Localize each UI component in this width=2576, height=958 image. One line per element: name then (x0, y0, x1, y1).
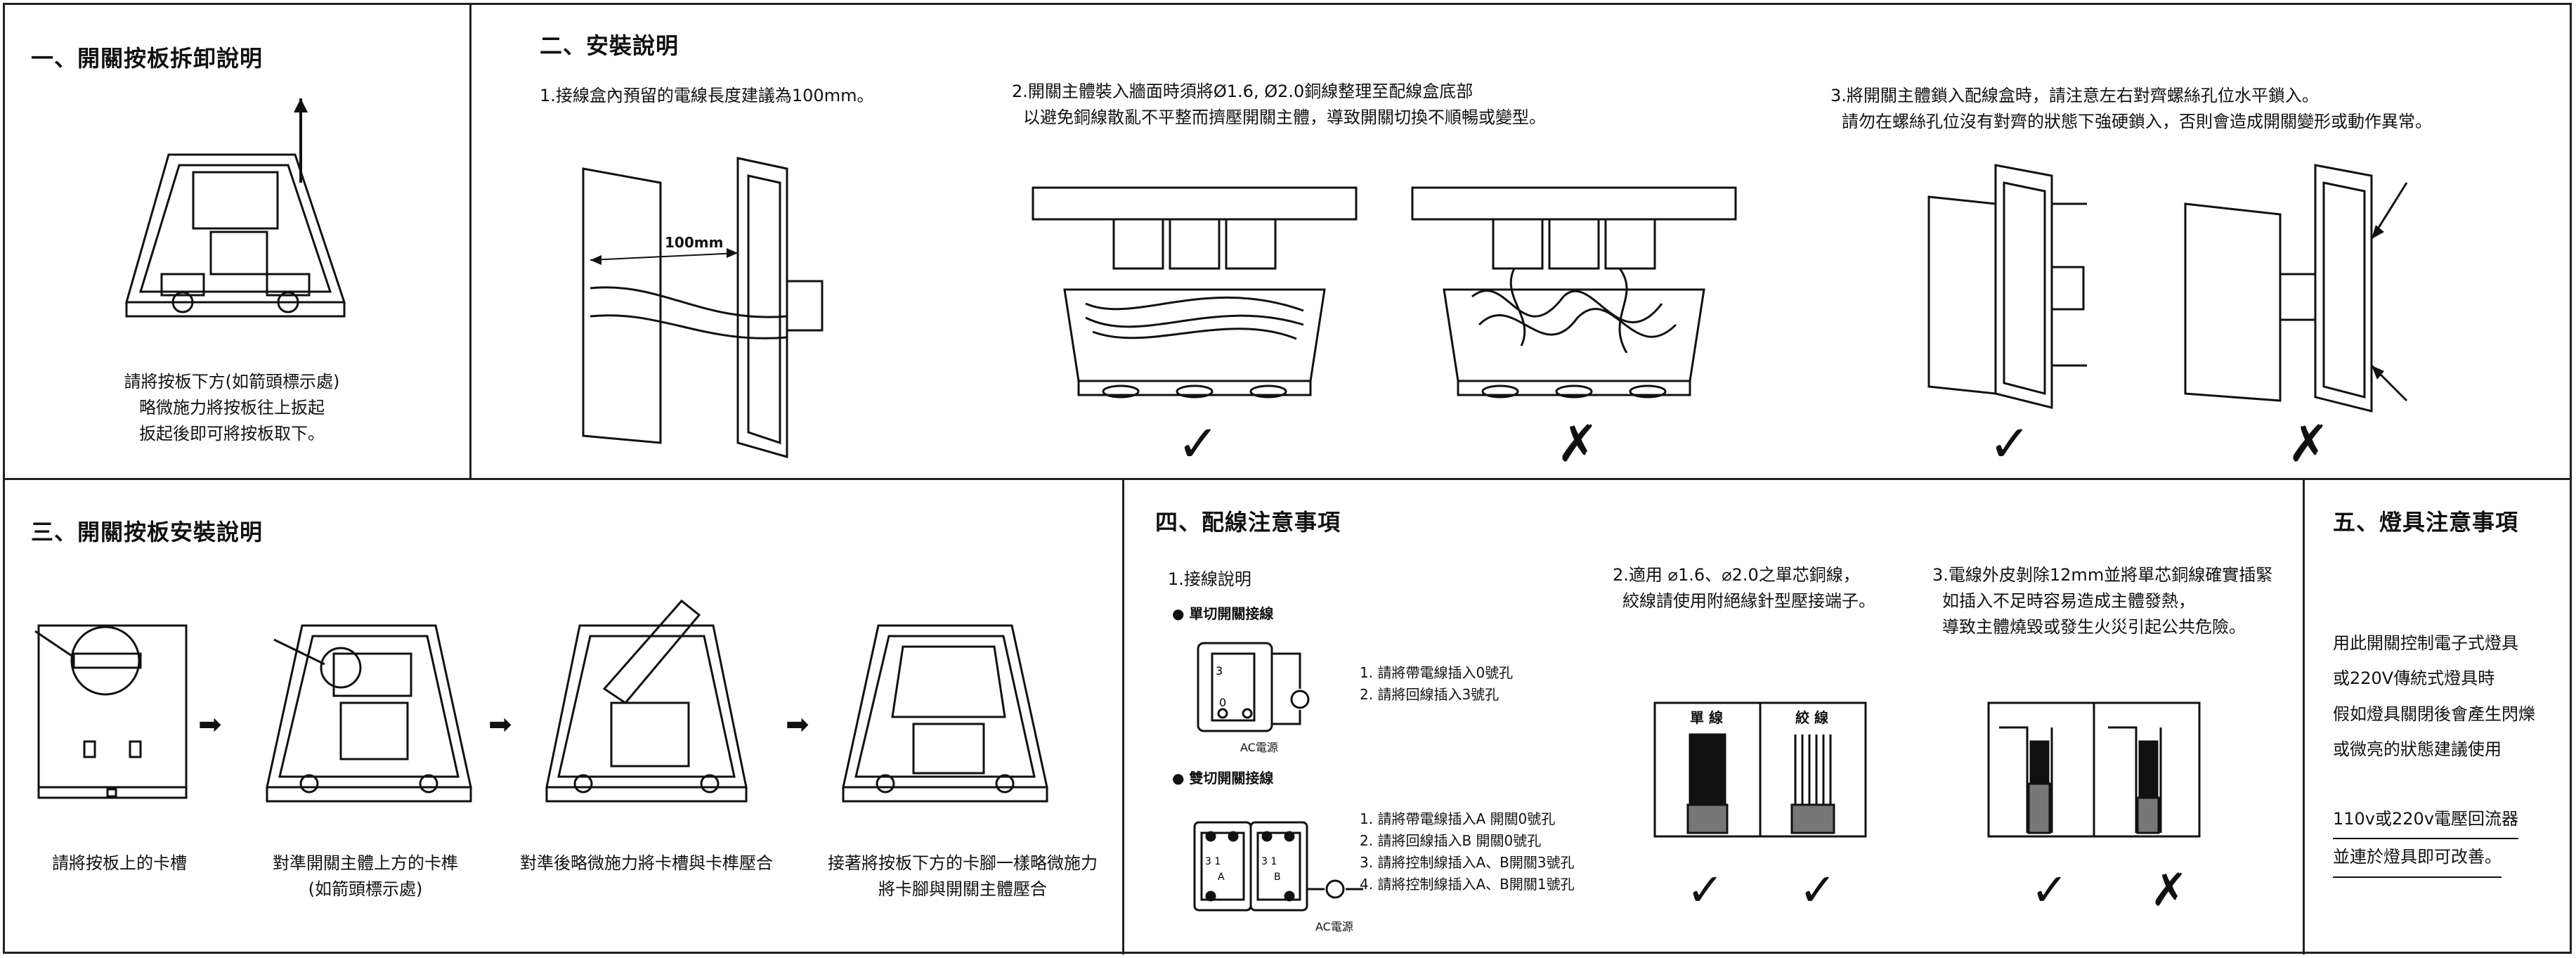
divider-s1-s2 (469, 3, 471, 479)
s1-caption: 請將按板下方(如箭頭標示處) 略微施力將按板往上扳起 扳起後即可將按板取下。 (84, 369, 379, 448)
s4-sub1: 1.接線說明 (1168, 569, 1251, 589)
s2-step3-line1: 3.將開關主體鎖入配線盒時，請注意左右對齊螺絲孔位水平鎖入。 (1830, 86, 2319, 105)
s2-step3: 3.將開關主體鎖入配線盒時，請注意左右對齊螺絲孔位水平鎖入。 請勿在螺絲孔位沒有… (1830, 83, 2432, 135)
s4-mark-2: ✓ (1799, 865, 1837, 917)
s1-caption-line1: 請將按板下方(如箭頭標示處) (124, 372, 340, 391)
s3-step3-press-illustration (541, 597, 752, 808)
s2-step2-line2: 以避免銅線散亂不平整而擠壓開關主體，導致開關切換不順暢或變型。 (1023, 108, 1546, 128)
s4-single-terminal-3: 3 (1216, 664, 1223, 678)
s2-mark-wrong-1: ✗ (1556, 414, 1599, 473)
s5-line-4: 或微亮的狀態建議使用 (2333, 739, 2502, 760)
s2-step3-line2: 請勿在螺絲孔位沒有對齊的狀態下強硬鎖入，否則會造成開關變形或動作異常。 (1842, 112, 2432, 132)
s3-step4-complete-illustration (836, 619, 1054, 808)
divider-s3-s4 (1122, 478, 1124, 954)
s4-sub3-line3: 導致主體燒毀或發生火災引起公共危險。 (1942, 617, 2246, 637)
s3-caption-4: 接著將按板下方的卡腳一樣略微施力 將卡腳與開關主體壓合 (808, 850, 1117, 902)
s4-double-steps: 1. 請將帶電線插入A 開關0號孔 2. 請將回線插入B 開關0號孔 3. 請將… (1360, 808, 1575, 895)
s5-title: 五、燈具注意事項 (2333, 509, 2519, 536)
s4-ac-label-1: AC電源 (1240, 741, 1278, 754)
s2-screw-align-correct-illustration (1925, 162, 2108, 415)
s2-dim-label: 100mm (665, 234, 724, 251)
s3-step2-switch-illustration (260, 619, 478, 808)
s2-mark-correct-2: ✓ (1989, 414, 2031, 473)
s5-body: 用此開關控制電子式燈具 或220V傳統式燈具時 假如燈具關閉後會產生閃爍 或微亮… (2333, 626, 2535, 768)
s4-mark-3: ✓ (2031, 865, 2069, 917)
s3-arrow-1: ➡ (198, 708, 222, 741)
s4-wire-label-stranded: 絞 線 (1795, 709, 1828, 726)
s2-screw-align-wrong-illustration (2182, 162, 2414, 415)
s2-mark-wrong-2: ✗ (2287, 414, 2330, 473)
s3-caption-1-line1: 請將按板上的卡槽 (52, 853, 187, 873)
s4-switch-b-letter: B (1274, 872, 1281, 883)
s4-double-switch-diagram: 3 1 A 3 1 B (1191, 815, 1374, 921)
s3-arrow-2: ➡ (488, 708, 512, 741)
s4-sub3: 3.電線外皮剝除12mm並將單芯銅線確實插緊 如插入不足時容易造成主體發熱， 導… (1932, 562, 2272, 641)
s4-sub3-line2: 如插入不足時容易造成主體發熱， (1942, 591, 2195, 611)
s1-caption-line3: 扳起後即可將按板取下。 (139, 424, 325, 444)
s3-caption-2: 對準開關主體上方的卡榫 (如箭頭標示處) (253, 850, 478, 902)
s4-double-step-4: 4. 請將控制線插入A、B開關1號孔 (1360, 876, 1575, 893)
row-divider (3, 478, 2572, 480)
s3-caption-3: 對準後略微施力將卡槽與卡榫壓合 (513, 850, 780, 876)
s3-caption-2-line1: 對準開關主體上方的卡榫 (273, 853, 458, 873)
s4-switch-a-terminal: 3 1 (1205, 856, 1221, 867)
s3-caption-4-line1: 接著將按板下方的卡腳一樣略微施力 (828, 853, 1098, 873)
s4-single-label: ● 單切開關接線 (1172, 605, 1274, 622)
s4-sub2-line1: 2.適用 ⌀1.6、⌀2.0之單芯銅線， (1613, 565, 1860, 585)
s5-underlined: 110v或220v電壓回流器 並連於燈具即可改善。 (2333, 801, 2519, 878)
s2-step2: 2.開關主體裝入牆面時須將Ø1.6, Ø2.0銅線整理至配線盒底部 以避免銅線散… (1012, 79, 1546, 131)
s4-mark-1: ✓ (1686, 865, 1724, 917)
s4-single-switch-diagram: 3 0 (1195, 640, 1335, 745)
s4-title: 四、配線注意事項 (1155, 509, 1341, 536)
s4-wire-type-diagram (1651, 699, 1869, 840)
s3-caption-4-line2: 將卡腳與開關主體壓合 (878, 879, 1047, 900)
s4-ac-label-2: AC電源 (1315, 920, 1353, 933)
s1-title: 一、開關按板拆卸說明 (31, 45, 264, 72)
s3-title: 三、開關按板安裝說明 (31, 519, 264, 545)
s4-double-step-2: 2. 請將回線插入B 開關0號孔 (1360, 832, 1542, 849)
s4-switch-a-letter: A (1218, 872, 1225, 883)
s5-underlined-line-1: 110v或220v電壓回流器 (2333, 801, 2519, 840)
s2-step1: 1.接線盒內預留的電線長度建議為100mm。 (540, 86, 874, 105)
s4-sub2: 2.適用 ⌀1.6、⌀2.0之單芯銅線， 絞線請使用附絕緣針型壓接端子。 (1613, 562, 1875, 614)
s3-caption-2-line2: (如箭頭標示處) (308, 879, 423, 900)
s4-mark-4: ✗ (2150, 865, 2188, 917)
s3-caption-1: 請將按板上的卡槽 (28, 850, 211, 876)
s4-single-step-2: 2. 請將回線插入3號孔 (1360, 686, 1500, 703)
s2-wiring-correct-illustration (1029, 184, 1360, 402)
s1-switch-illustration (119, 98, 351, 344)
s4-single-steps: 1. 請將帶電線插入0號孔 2. 請將回線插入3號孔 (1360, 662, 1513, 706)
s2-step2-line1: 2.開關主體裝入牆面時須將Ø1.6, Ø2.0銅線整理至配線盒底部 (1012, 82, 1474, 101)
s4-switch-b-terminal: 3 1 (1261, 856, 1277, 867)
s4-single-terminal-0: 0 (1219, 696, 1226, 709)
s4-strip-length-diagram (1985, 699, 2203, 840)
s1-caption-line2: 略微施力將按板往上扳起 (139, 398, 325, 418)
s4-wire-label-solid: 單 線 (1690, 709, 1723, 726)
s4-double-label: ● 雙切開關接線 (1172, 770, 1274, 787)
divider-s4-s5 (2303, 478, 2305, 954)
s5-line-2: 或220V傳統式燈具時 (2333, 668, 2495, 689)
s4-sub2-line2: 絞線請使用附絕緣針型壓接端子。 (1622, 591, 1875, 611)
s2-title: 二、安裝說明 (540, 32, 679, 59)
s3-step1-cover-illustration (35, 619, 204, 808)
s4-single-step-1: 1. 請將帶電線插入0號孔 (1360, 664, 1514, 681)
s2-mark-correct-1: ✓ (1177, 414, 1220, 473)
s5-line-1: 用此開關控制電子式燈具 (2333, 633, 2518, 653)
s5-underlined-line-2: 並連於燈具即可改善。 (2333, 839, 2502, 878)
s2-wall-box-illustration (576, 155, 829, 471)
s2-wiring-wrong-illustration (1409, 184, 1739, 402)
s3-caption-3-line1: 對準後略微施力將卡槽與卡榫壓合 (520, 853, 773, 873)
s5-line-3: 假如燈具關閉後會產生閃爍 (2333, 704, 2535, 724)
s4-double-step-3: 3. 請將控制線插入A、B開關3號孔 (1360, 854, 1575, 871)
s4-sub3-line1: 3.電線外皮剝除12mm並將單芯銅線確實插緊 (1932, 565, 2273, 585)
s4-double-step-1: 1. 請將帶電線插入A 開關0號孔 (1360, 810, 1556, 827)
s3-arrow-3: ➡ (786, 708, 809, 741)
